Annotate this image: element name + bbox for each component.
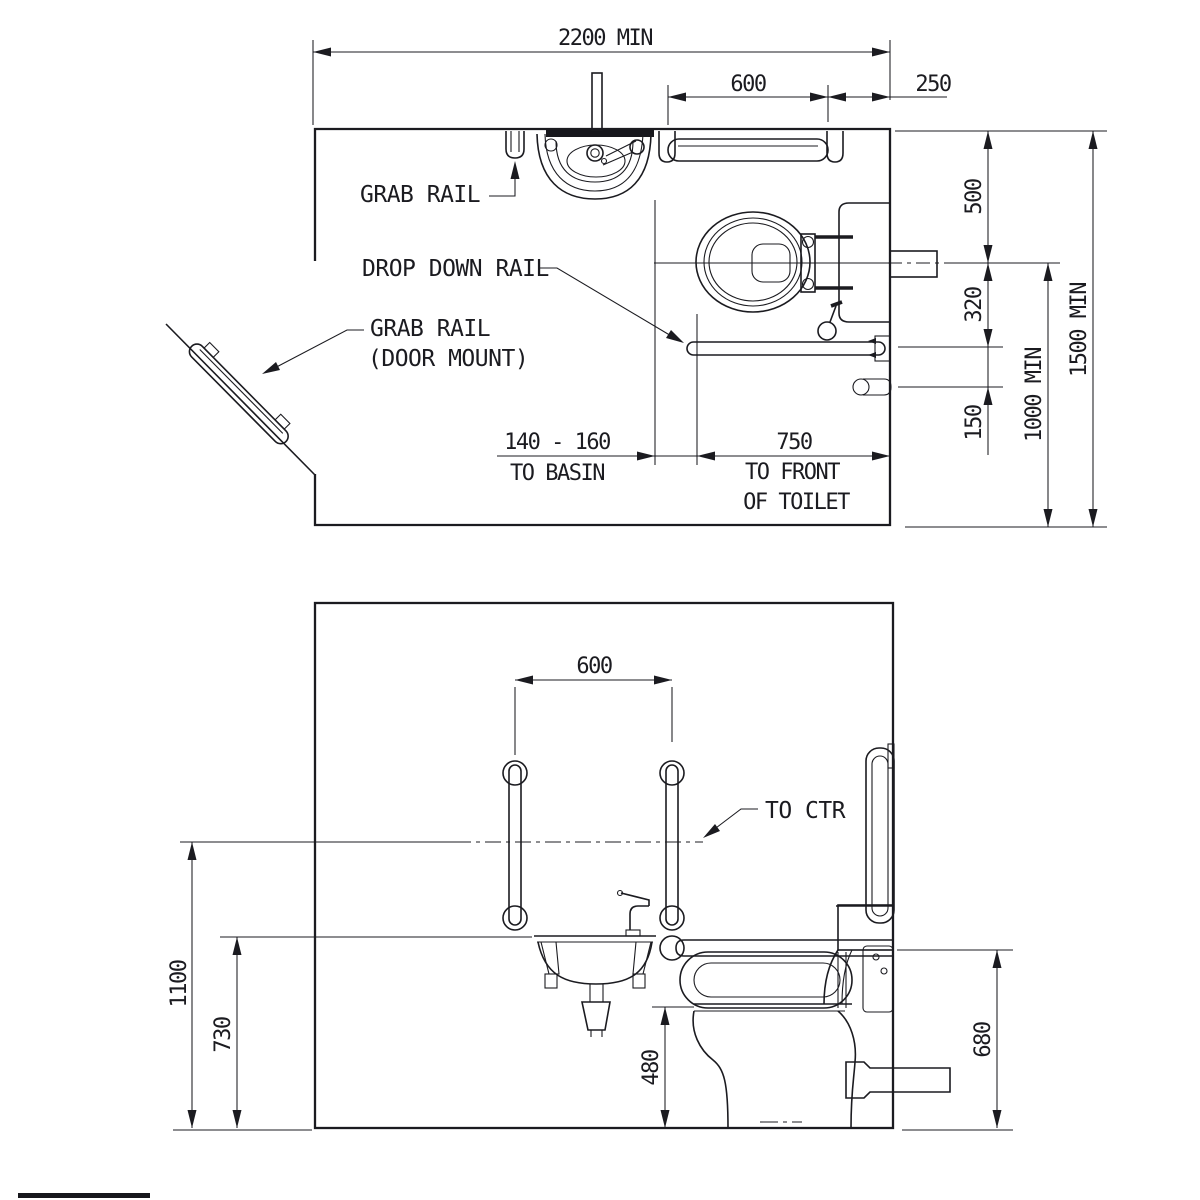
flush-lever [817,321,837,341]
toilet-elevation [692,904,951,1129]
tap-pipe [591,72,603,131]
soil-pipe [845,1061,951,1099]
label-grab-rail: GRAB RAIL [360,182,480,208]
tap-boss [629,139,645,155]
dim-680: 680 [971,1022,996,1057]
drop-down-rail-plan [686,335,891,362]
toilet-roll-holder [852,378,892,396]
plan-view: 2200 MIN 600 250 500 320 [165,26,1107,528]
dim-toilet-label-1: TO FRONT [745,460,840,485]
door-grab-rail [188,341,291,445]
plan-dimensions: 2200 MIN 600 250 500 320 [312,26,1107,528]
drop-down-rail-raised [865,743,895,924]
elevation-view: 600 1100 730 480 680 [167,601,1013,1131]
tap-lever [602,140,637,166]
plan-room-walls [313,127,892,527]
elevation-labels: TO CTR [703,798,846,838]
wall-grab-rail-post [505,131,525,159]
toilet-plan [654,202,956,341]
dim-rails-600: 600 [576,654,611,679]
dim-150: 150 [962,405,987,440]
wall-pipe [889,250,938,278]
basin-plan [536,130,654,200]
vertical-rail-right [659,760,685,931]
dim-basin-range: 140 - 160 [504,430,610,455]
dim-basin-label: TO BASIN [510,461,604,486]
cistern-plan [838,202,890,323]
elevation-room [313,601,895,1130]
label-door-rail-2: (DOOR MOUNT) [368,346,528,372]
drop-down-rail-lowered [679,945,894,1013]
door-leaf [165,323,316,476]
seat-hinge [800,233,816,293]
dim-730: 730 [211,1017,236,1052]
dim-rail-600: 600 [730,72,765,97]
vertical-rail-left [502,760,528,931]
dim-500: 500 [962,179,987,214]
label-door-rail-1: GRAB RAIL [370,316,490,342]
elevation-dimensions: 600 1100 730 480 680 [167,654,1013,1131]
dim-480: 480 [639,1050,664,1085]
dim-toilet-label-2: OF TOILET [743,490,850,515]
horizontal-rail-elevation [659,935,893,961]
label-to-ctr: TO CTR [765,798,846,824]
dim-1100: 1100 [167,960,192,1007]
basin-elevation [534,889,656,1037]
dim-320: 320 [962,287,987,322]
dim-corner-250: 250 [915,72,950,97]
dim-1000-min: 1000 MIN [1022,348,1047,442]
dim-toilet-750: 750 [776,430,811,455]
dim-1500-min: 1500 MIN [1067,283,1092,377]
label-drop-down-rail: DROP DOWN RAIL [362,256,549,282]
wall-horizontal-rail-plan [658,131,844,163]
page-edge-mark [18,1193,150,1198]
plan-labels: GRAB RAIL DROP DOWN RAIL GRAB RAIL (DOOR… [262,161,684,374]
dim-overall-width: 2200 MIN [558,26,652,51]
